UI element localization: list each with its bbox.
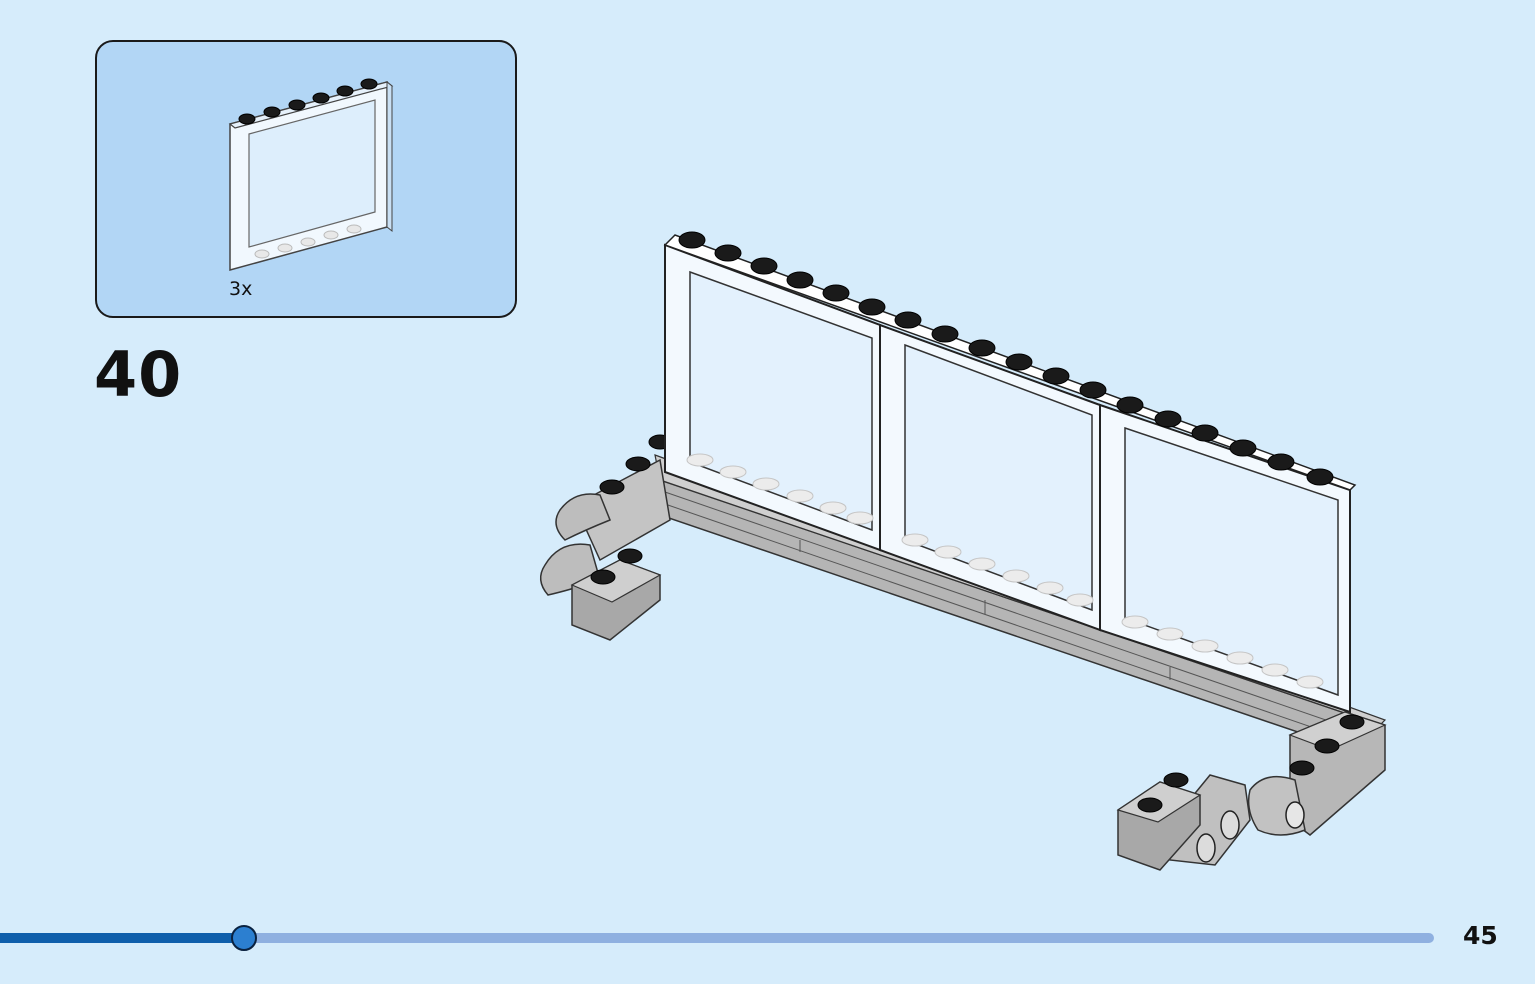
progress-bar: [0, 925, 1434, 951]
window-frame-part-icon: [228, 78, 394, 271]
step-number: 40: [94, 338, 183, 411]
progress-fill: [0, 933, 244, 943]
page-number: 45: [1463, 921, 1498, 950]
model-illustration: [539, 231, 1387, 871]
part-quantity-label: 3x: [229, 278, 253, 300]
progress-knob: [231, 925, 257, 951]
parts-callout-box: 3x: [95, 40, 517, 318]
